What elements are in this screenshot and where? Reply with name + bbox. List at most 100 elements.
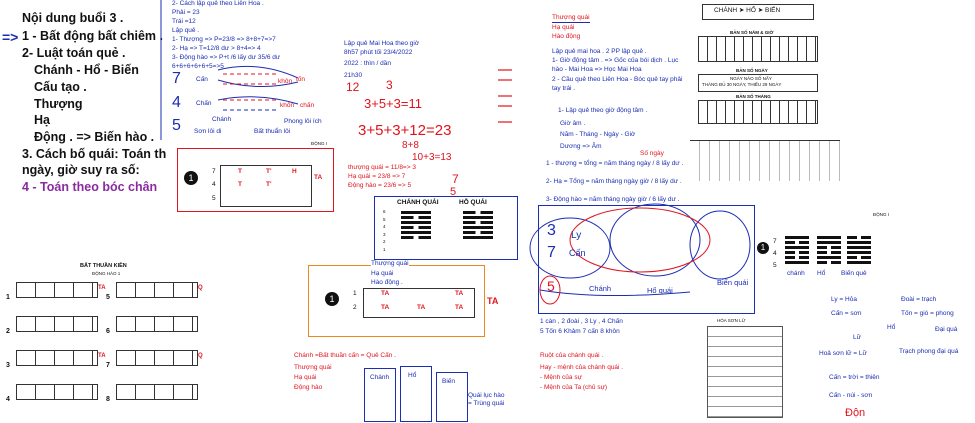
- sum-2: 3+5+3+12=23: [358, 122, 452, 139]
- bl-block-6: 6: [106, 320, 110, 338]
- bm-box-1: [364, 368, 396, 422]
- dong-table-box: ĐỘNG I 1 7 4 5 T T' H T T' TA: [177, 141, 334, 212]
- bl-num-6: 6: [106, 328, 110, 335]
- lien-hoa-line-4: 1- Thượng => P=23/8 => 8+8+7=>7: [172, 36, 276, 43]
- mai-hoa-panel: Lập quẻ Mai Hoa theo giờ 8h57 phút tối 2…: [340, 38, 520, 198]
- bl-mark-1: TA: [98, 285, 106, 291]
- dong-mark-1: T: [238, 168, 242, 175]
- bm-col-bien: Biến: [442, 378, 456, 385]
- fr-t2-box: [698, 74, 818, 92]
- num-7: 7: [172, 70, 181, 87]
- rn-step-3: Năm - Tháng - Ngày - Giờ: [560, 131, 636, 138]
- bl-grid-6: [116, 316, 198, 332]
- bl-num-4: 4: [6, 396, 10, 403]
- notes-item-7: Động . => Biến hào .: [34, 130, 155, 144]
- dong-mark-4: T: [238, 181, 242, 188]
- rn-trigrams-1: 1 càn , 2 đoài , 3 Ly , 4 Chấn: [540, 318, 623, 325]
- mid-circle: 1: [325, 292, 339, 306]
- fr-bottom: ĐỘNG I 1 7 4 5 chánh Hổ Biến quẻ Ly = Hỏ…: [755, 210, 975, 423]
- bl-title: BẤT THUẦN KIỀN: [80, 263, 127, 269]
- rn-ruot-2: Hay - mệnh của chánh quái .: [540, 364, 624, 371]
- fr-circle-num: 1: [760, 243, 766, 252]
- fr-row-5: 5: [773, 262, 777, 269]
- dong-row-5: 5: [212, 195, 216, 202]
- fr-note-8: Hổ: [887, 324, 896, 331]
- chanh-quai-header: CHÁNH QUÁI: [397, 199, 439, 206]
- fr-note-4: Hoả sơn lữ = Lữ: [819, 350, 867, 357]
- fr-row-7: 7: [773, 238, 777, 245]
- fr-quai-ho: Hổ: [817, 270, 826, 277]
- bm-box-3: [436, 372, 468, 422]
- fr-t2b: NGÀY NÀO SỐ NẤY: [730, 76, 772, 81]
- fr-dong: ĐỘNG I: [873, 212, 890, 217]
- dong-mark-5: T': [266, 181, 272, 188]
- hsl-title: HÓA SƠN LỮ: [717, 318, 746, 323]
- rn-ruot-1: Ruột của chánh quái .: [540, 352, 604, 359]
- bl-block-5: 5: [106, 286, 110, 304]
- bl-num-5: 5: [106, 294, 110, 301]
- arrow-marker: =>: [2, 29, 19, 45]
- dong-table-title: ĐỘNG I: [310, 141, 327, 146]
- bl-grid-4: [16, 384, 98, 400]
- mid-diagram: Thượng quái Hạ quái Hào động . 1 1 2 TA …: [308, 260, 498, 337]
- bl-block-3: 3: [6, 354, 10, 372]
- label-ton: tốn: [296, 76, 306, 83]
- dong-grid: [220, 165, 312, 207]
- lien-hoa-line-2: Trái =12: [172, 18, 196, 25]
- fr-hex-3: [847, 234, 871, 266]
- notes-title: Nội dung buổi 3 .: [22, 11, 124, 25]
- bm-line-1: Chánh =Bất thuần cấn = Quẻ Cấn .: [294, 352, 396, 359]
- chanh-hexagram: [401, 209, 431, 241]
- notes-item-6: Hạ: [34, 113, 50, 127]
- fr-note-5: Đoài = trạch: [901, 296, 937, 303]
- sum-1: 3+5+3=11: [364, 96, 422, 111]
- fr-note-1: Ly = Hỏa: [831, 296, 857, 303]
- mai-hoa-time: 8h57 phút tối 23/4/2022: [344, 49, 413, 56]
- num-5: 5: [172, 117, 181, 134]
- fr-hex-2: [817, 234, 841, 266]
- lien-hoa-line-7: 6+6+6+6+6+5=>5: [172, 63, 224, 70]
- rn-line-1: Lập quẻ mai hoa . 2 PP lập quẻ .: [552, 48, 647, 55]
- lien-hoa-heading: 2- Cách lập quẻ theo Liên Hoa .: [172, 0, 264, 7]
- hw-5: 5: [547, 278, 555, 294]
- label-phong-loi-ich: Phong lôi ích: [284, 118, 322, 125]
- rn-thuong-quai: Thượng quái: [552, 14, 590, 23]
- mid-mark-5: TA: [455, 304, 464, 311]
- fr-note-2: Cấn = sơn: [831, 310, 862, 317]
- label-khon-1: khôn: [278, 78, 293, 85]
- notes-item-4: Cấu tạo .: [34, 80, 87, 94]
- fr-quai-chanh: chánh: [787, 270, 805, 277]
- fr-note-11: Cấn - núi - sơn: [829, 392, 873, 399]
- bl-grid-2: [16, 316, 98, 332]
- bl-block-4: 4: [6, 388, 10, 406]
- dong-row-7: 7: [212, 168, 216, 175]
- bl-block-8: 8: [106, 388, 110, 406]
- lien-hoa-line-6: 3- Động hào => P+t /6 lấy dư 35/6 dư: [172, 54, 281, 61]
- far-right: CHÁNH ➤ HỔ ➤ BIẾN BẢN SỐ NĂM & GIỜ BẢN S…: [680, 0, 830, 150]
- ch-row-6: 6: [383, 209, 386, 214]
- bottom-left: BẤT THUẦN KIỀN ĐỘNG HÀO 1 1 TA 5 Q 2 6 3…: [0, 262, 210, 423]
- chanh-ho-rows: 6 5 4 3 2 1: [383, 209, 395, 254]
- hw-3: 3: [547, 222, 556, 239]
- bl-block-2: 2: [6, 320, 10, 338]
- mid-mark-4: TA: [417, 304, 426, 311]
- notes-item-2: 2- Luật toán quẻ .: [22, 46, 126, 60]
- ch-row-4: 4: [383, 224, 386, 229]
- fr-note-7: Đại quá: [935, 326, 958, 333]
- bl-grid-7: [116, 350, 198, 366]
- bm-line-2: Thượng quái: [294, 364, 332, 371]
- rn-formula-1: 1 - thượng = tổng = năm tháng ngày / 8 l…: [546, 160, 684, 167]
- circle-label-bien: Biến quái: [717, 278, 749, 287]
- rn-step-4: Dương => Âm: [560, 143, 602, 150]
- sum-3: 8+8: [402, 140, 419, 151]
- label-son-loi-di: Sơn lôi di: [194, 128, 222, 135]
- bl-block-7: 7: [106, 354, 110, 372]
- bl-subtitle: ĐỘNG HÀO 1: [92, 271, 121, 276]
- bl-num-1: 1: [6, 294, 10, 301]
- chanh-ho-table: CHÁNH QUÁI HỖ QUÁI 6 5 4 3 2 1: [374, 196, 518, 260]
- fr-note-3: Lữ: [853, 334, 861, 341]
- red-num-3: 3: [386, 78, 393, 92]
- bl-block-1: 1: [6, 286, 10, 304]
- lien-hoa-line-3: Lập quẻ .: [172, 27, 200, 34]
- hw-7: 7: [547, 244, 556, 261]
